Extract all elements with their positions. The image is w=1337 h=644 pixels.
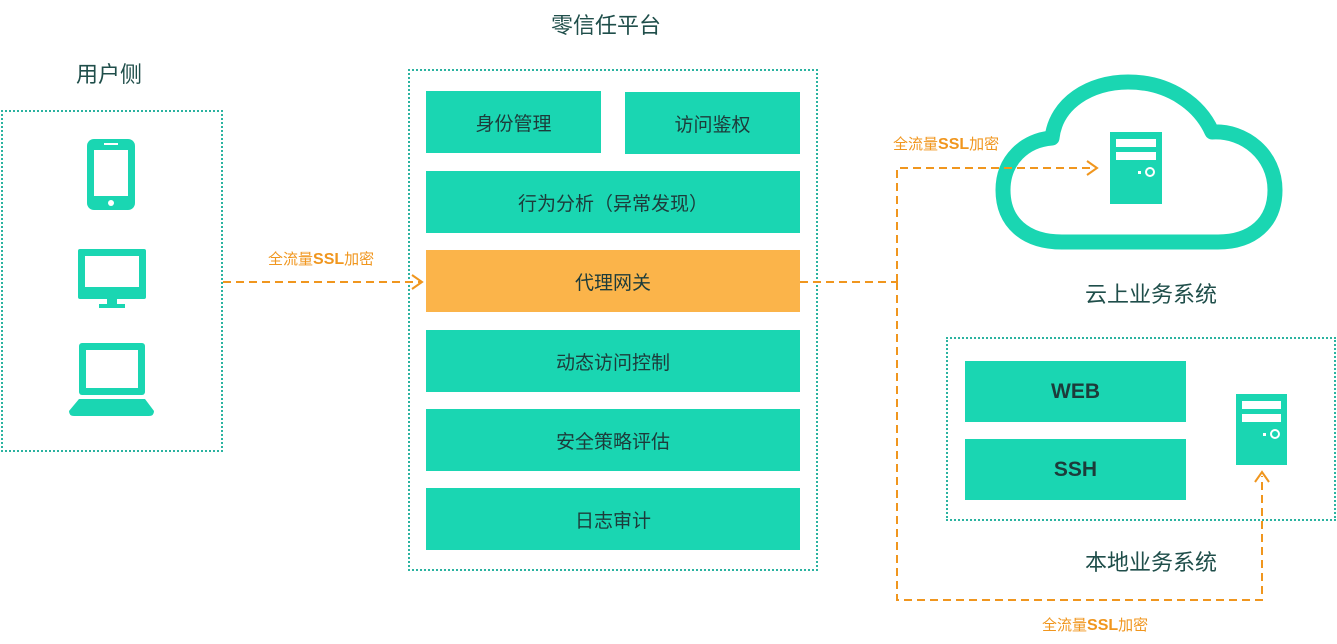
phone-icon	[87, 139, 135, 210]
ssl-label-cloud: 全流量SSL加密	[893, 133, 999, 154]
ssl-label-user: 全流量SSL加密	[268, 248, 374, 269]
desktop-icon	[78, 249, 146, 308]
cloud-icon	[995, 74, 1283, 250]
web-label: WEB	[1051, 379, 1100, 403]
platform-box	[408, 69, 818, 571]
platform-title: 零信任平台	[551, 14, 662, 39]
policy-eval-module: 安全策略评估	[426, 409, 800, 471]
proxy-label: 代理网关	[574, 271, 651, 294]
ssl-prefix: 全流量	[893, 135, 939, 153]
access-auth-module: 访问鉴权	[625, 92, 800, 154]
server-icon	[1110, 132, 1162, 204]
ssl-suffix: 加密	[344, 250, 375, 268]
web-service: WEB	[965, 361, 1186, 422]
identity-label: 身份管理	[475, 112, 552, 135]
user-side-title: 用户侧	[76, 63, 143, 88]
ssl-suffix: 加密	[1118, 616, 1149, 634]
arrowheads	[411, 160, 1270, 483]
local-system-box	[946, 337, 1336, 521]
access-auth-label: 访问鉴权	[674, 113, 751, 136]
ssl-protocol: SSL	[313, 251, 345, 268]
ssl-prefix: 全流量	[1042, 616, 1088, 634]
ssl-prefix: 全流量	[268, 250, 314, 268]
identity-management-module: 身份管理	[426, 91, 601, 153]
ssl-connectors	[223, 167, 1263, 601]
user-side-box	[1, 110, 223, 452]
dynamic-access-label: 动态访问控制	[555, 351, 670, 374]
ssl-suffix: 加密	[969, 135, 1000, 153]
behavior-analysis-module: 行为分析（异常发现）	[426, 171, 800, 233]
behavior-label: 行为分析（异常发现）	[517, 192, 708, 215]
laptop-icon	[69, 343, 154, 416]
audit-label: 日志审计	[574, 509, 651, 532]
audit-module: 日志审计	[426, 488, 800, 550]
ssh-label: SSH	[1053, 457, 1098, 481]
cloud-system-label: 云上业务系统	[1085, 283, 1218, 308]
server-icon	[1236, 394, 1287, 465]
ssl-label-local: 全流量SSL加密	[1042, 614, 1148, 635]
proxy-gateway-module: 代理网关	[426, 250, 800, 312]
local-system-label: 本地业务系统	[1085, 551, 1218, 576]
ssl-protocol: SSL	[1087, 617, 1119, 634]
ssl-protocol: SSL	[938, 136, 970, 153]
policy-eval-label: 安全策略评估	[555, 430, 670, 453]
dynamic-access-module: 动态访问控制	[426, 330, 800, 392]
ssh-service: SSH	[965, 439, 1186, 500]
